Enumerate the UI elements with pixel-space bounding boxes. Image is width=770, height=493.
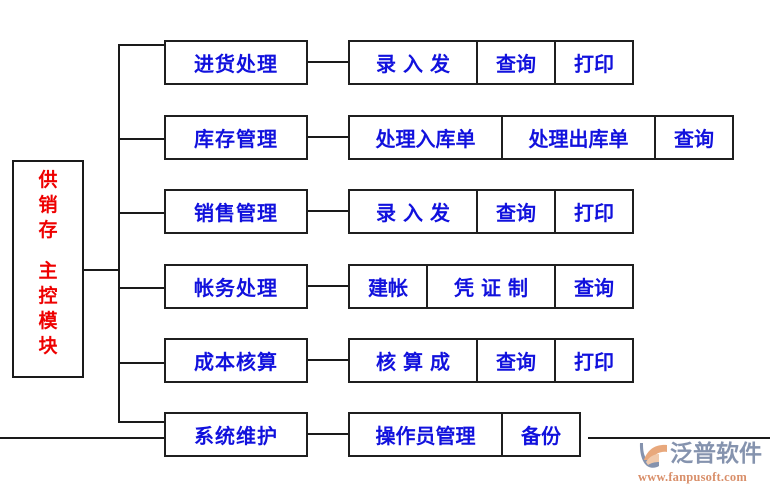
function-cell[interactable]: 备份 [501, 412, 581, 457]
module-box-5[interactable]: 成本核算 [164, 338, 308, 383]
function-label: 查询 [496, 52, 536, 76]
function-label: 处理入库单 [375, 127, 476, 151]
function-label: 查询 [496, 350, 536, 374]
function-cell[interactable]: 核 算 成 [348, 338, 478, 383]
function-label: 凭 证 制 [454, 276, 528, 300]
function-cell[interactable]: 查询 [654, 115, 734, 160]
function-label: 打印 [574, 52, 614, 76]
root-module-box: 供 销 存 主 控 模 块 [12, 160, 84, 378]
logo-brand-row: 泛普软件 [638, 439, 764, 469]
module-box-4[interactable]: 帐务处理 [164, 264, 308, 309]
connector-root-to-trunk [84, 269, 120, 271]
connector-branch-2 [118, 138, 166, 140]
function-cell[interactable]: 处理出库单 [501, 115, 656, 160]
function-cell[interactable]: 打印 [554, 338, 634, 383]
function-cell[interactable]: 查询 [476, 189, 556, 234]
function-label: 查询 [674, 127, 714, 151]
module-label: 成本核算 [194, 350, 278, 374]
function-group-4: 建帐 凭 证 制 查询 [348, 264, 634, 309]
function-cell[interactable]: 操作员管理 [348, 412, 503, 457]
function-group-3: 录 入 发 查询 打印 [348, 189, 634, 234]
root-char: 主 [38, 260, 58, 282]
connector-module-1-to-functions [306, 61, 348, 63]
fanpu-logo-icon [639, 442, 667, 468]
connector-branch-4 [118, 287, 166, 289]
root-label-line1: 供 销 存 [38, 168, 57, 243]
function-cell[interactable]: 打印 [554, 40, 634, 85]
function-label: 录 入 发 [376, 201, 450, 225]
function-label: 打印 [574, 350, 614, 374]
function-cell[interactable]: 建帐 [348, 264, 428, 309]
root-char: 模 [38, 310, 58, 332]
connector-bottom-rail-left [0, 437, 166, 439]
function-group-6: 操作员管理 备份 [348, 412, 581, 457]
function-label: 备份 [521, 424, 561, 448]
function-cell[interactable]: 凭 证 制 [426, 264, 556, 309]
connector-branch-3 [118, 212, 166, 214]
function-group-2: 处理入库单 处理出库单 查询 [348, 115, 734, 160]
module-box-3[interactable]: 销售管理 [164, 189, 308, 234]
function-label: 核 算 成 [376, 350, 450, 374]
function-label: 建帐 [368, 276, 408, 300]
module-label: 销售管理 [194, 201, 278, 225]
function-group-5: 核 算 成 查询 打印 [348, 338, 634, 383]
connector-module-5-to-functions [306, 359, 348, 361]
connector-bottom-rail-right [588, 437, 770, 439]
root-char: 存 [38, 219, 58, 241]
connector-branch-6 [118, 421, 166, 423]
function-label: 处理出库单 [528, 127, 629, 151]
function-cell[interactable]: 查询 [476, 40, 556, 85]
logo-brand-text: 泛普软件 [670, 440, 762, 467]
function-label: 打印 [574, 201, 614, 225]
function-cell[interactable]: 查询 [476, 338, 556, 383]
logo-url-text: www.fanpusoft.com [638, 470, 747, 484]
root-char: 块 [38, 335, 58, 357]
function-label: 录 入 发 [376, 52, 450, 76]
root-char: 控 [38, 285, 58, 307]
root-char: 销 [38, 194, 58, 216]
module-box-2[interactable]: 库存管理 [164, 115, 308, 160]
connector-module-3-to-functions [306, 210, 348, 212]
function-group-1: 录 入 发 查询 打印 [348, 40, 634, 85]
module-box-6[interactable]: 系统维护 [164, 412, 308, 457]
connector-branch-5 [118, 362, 166, 364]
connector-module-6-to-functions [306, 433, 348, 435]
root-label-line2: 主 控 模 块 [38, 259, 57, 359]
root-module-label: 供 销 存 主 控 模 块 [14, 162, 82, 376]
function-cell[interactable]: 处理入库单 [348, 115, 503, 160]
module-label: 帐务处理 [194, 276, 278, 300]
function-cell[interactable]: 查询 [554, 264, 634, 309]
function-label: 查询 [496, 201, 536, 225]
module-label: 系统维护 [194, 424, 278, 448]
function-cell[interactable]: 打印 [554, 189, 634, 234]
root-char: 供 [38, 169, 58, 191]
module-box-1[interactable]: 进货处理 [164, 40, 308, 85]
connector-module-4-to-functions [306, 285, 348, 287]
function-cell[interactable]: 录 入 发 [348, 189, 478, 234]
function-label: 查询 [574, 276, 614, 300]
module-label: 进货处理 [194, 52, 278, 76]
connector-branch-1 [118, 44, 166, 46]
watermark-logo: 泛普软件 www.fanpusoft.com [638, 439, 764, 487]
function-label: 操作员管理 [375, 424, 476, 448]
connector-module-2-to-functions [306, 136, 348, 138]
module-label: 库存管理 [194, 127, 278, 151]
connector-trunk-vertical [118, 44, 120, 421]
function-cell[interactable]: 录 入 发 [348, 40, 478, 85]
